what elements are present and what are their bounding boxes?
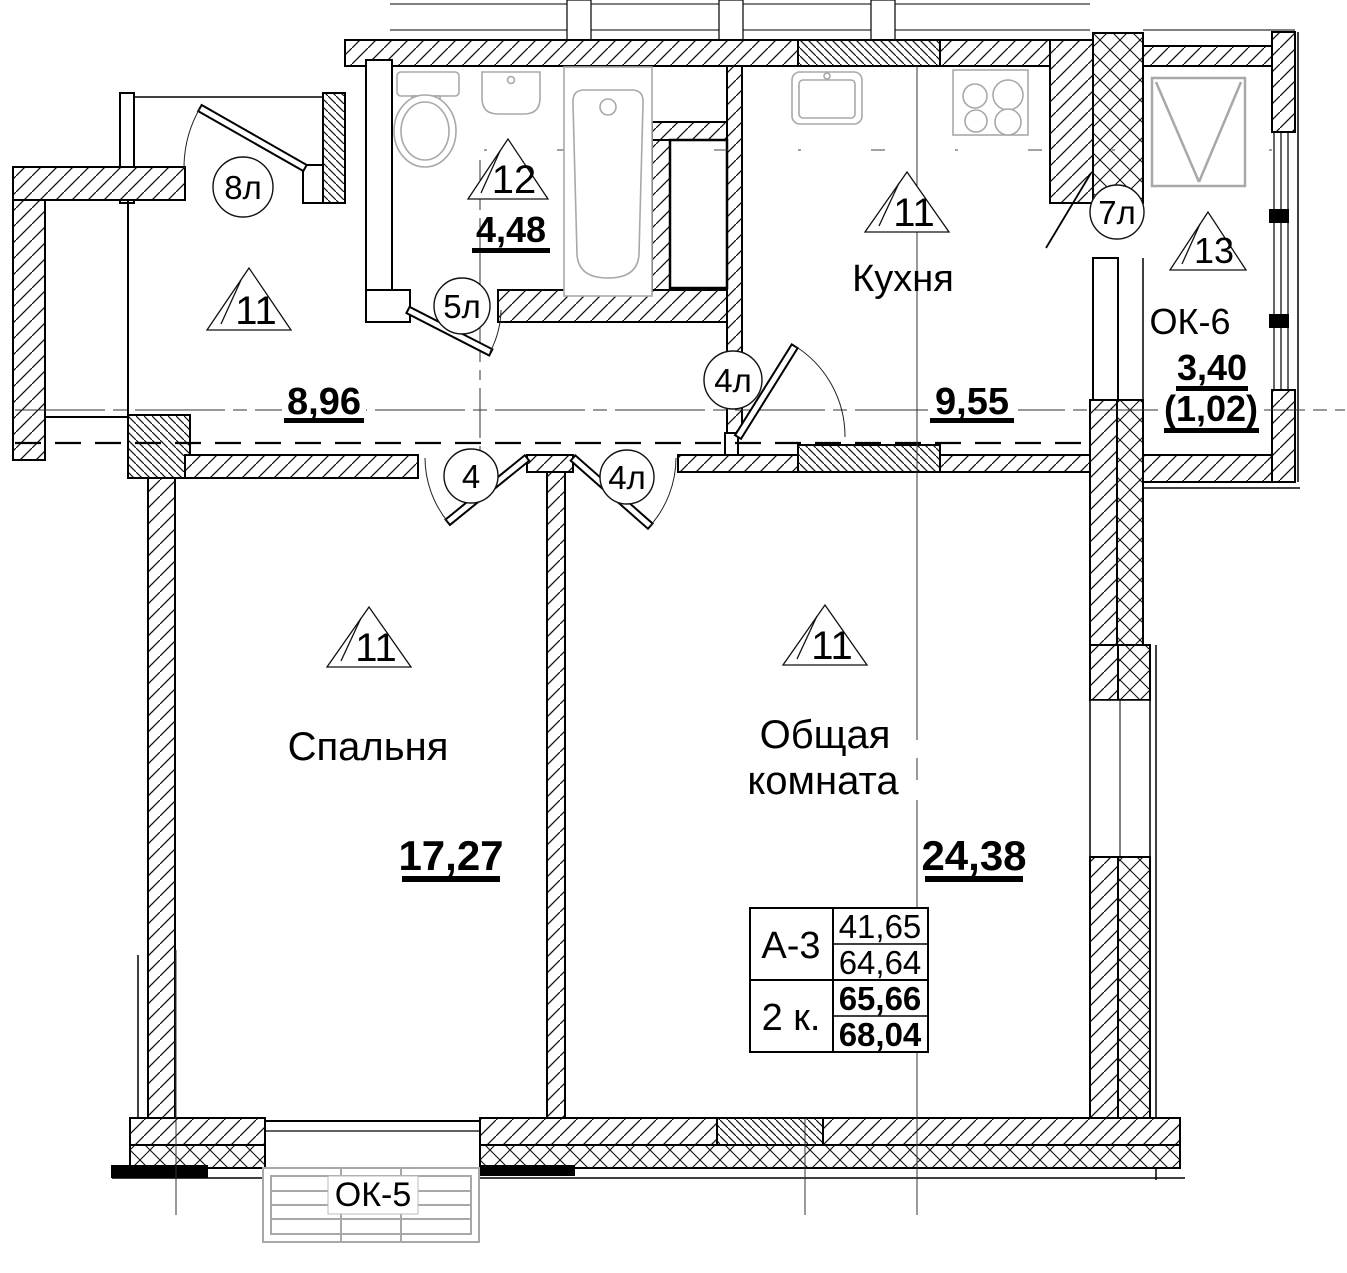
living-name-line2: комната [747,759,899,803]
kitchen-name: Кухня [852,258,954,300]
door-balcony-leaf [1045,172,1092,249]
duct-shaft [668,138,729,290]
marker-kitchen: 11 [863,170,951,235]
wall-bedroom-left [147,477,176,1119]
stove-icon [952,69,1029,136]
marker-bathroom: 12 [466,137,550,202]
centerlines [15,66,1345,1215]
door-bedroom-arc [424,457,449,523]
wall-balcony-bottom [1142,454,1294,483]
door-label-kitchen: 4л [714,362,752,399]
balcony-window-label: ОК-6 [1150,301,1231,342]
balcony-area-coeff: (1,02) [1164,388,1258,429]
svg-text:11: 11 [235,289,277,333]
table-value-2: 64,64 [839,944,922,981]
wall-living-lintel [797,444,941,473]
door-living-arc [649,457,677,527]
toilet-icon [393,71,460,168]
wall-bottom-lintel [716,1117,824,1146]
balcony-area: 3,40 [1177,347,1247,388]
bathroom-area: 4,48 [476,209,546,250]
table-rooms: 2 к. [762,997,821,1039]
svg-text:11: 11 [811,624,853,668]
living-name-line1: Общая [760,713,891,757]
door-label-balcony: 7л [1098,194,1136,231]
door-label-living: 4л [608,459,646,496]
stairwell-walls [119,0,1090,204]
svg-text:11: 11 [893,191,935,235]
kitchen-area: 9,55 [935,381,1009,423]
wall-top [344,39,1093,67]
balcony-glazing [1273,132,1289,390]
wall-top-lintel [797,39,941,67]
door-kitchen-arc [794,345,846,438]
marker-bedroom: 11 [325,605,413,670]
wall-column [127,414,191,479]
bathroom-sink-icon [481,71,541,115]
walls [12,29,1300,1180]
table-value-1: 41,65 [839,908,922,945]
svg-text:12: 12 [492,158,537,202]
marker-balcony: 13 [1168,210,1248,271]
door-kitchen-leaf [733,343,800,441]
wall-partition [546,471,566,1119]
svg-text:11: 11 [355,626,397,670]
room-markers: 11 12 11 11 11 13 [205,137,1248,670]
svg-text:13: 13 [1194,230,1234,271]
bedroom-name: Спальня [288,725,449,769]
door-entry-arc [183,107,201,169]
wall-entry [12,166,186,201]
marker-hall: 11 [205,266,293,333]
wall-balcony-top [1142,45,1294,67]
kitchen-sink-icon [791,71,863,125]
table-type: А-3 [761,925,820,967]
table-value-3: 65,66 [839,980,922,1017]
bathtub-icon [563,66,653,297]
room-texts: 8,96 4,48 Кухня 9,55 Спальня 17,27 Общая… [282,209,1264,1215]
door-bathroom-arc [489,309,502,353]
table-value-4: 68,04 [839,1016,922,1053]
door-labels: 8л 5л 4 4л 4л 7л [212,156,1145,505]
wall-bath-left [365,59,393,296]
hall-area: 8,96 [287,381,361,423]
marker-living: 11 [781,603,869,668]
window-ok5-label: ОК-5 [335,1176,411,1214]
wall-left [12,199,46,461]
door-label-entry: 8л [224,169,262,206]
door-label-bedroom: 4 [462,458,480,495]
living-area: 24,38 [921,832,1026,879]
apartment-info-table: А-3 2 к. 41,65 64,64 65,66 68,04 [749,907,929,1053]
door-label-bathroom: 5л [443,288,481,325]
balcony-window-icon [1150,76,1247,188]
bedroom-area: 17,27 [398,832,503,879]
wall-bedroom-top [184,454,419,479]
